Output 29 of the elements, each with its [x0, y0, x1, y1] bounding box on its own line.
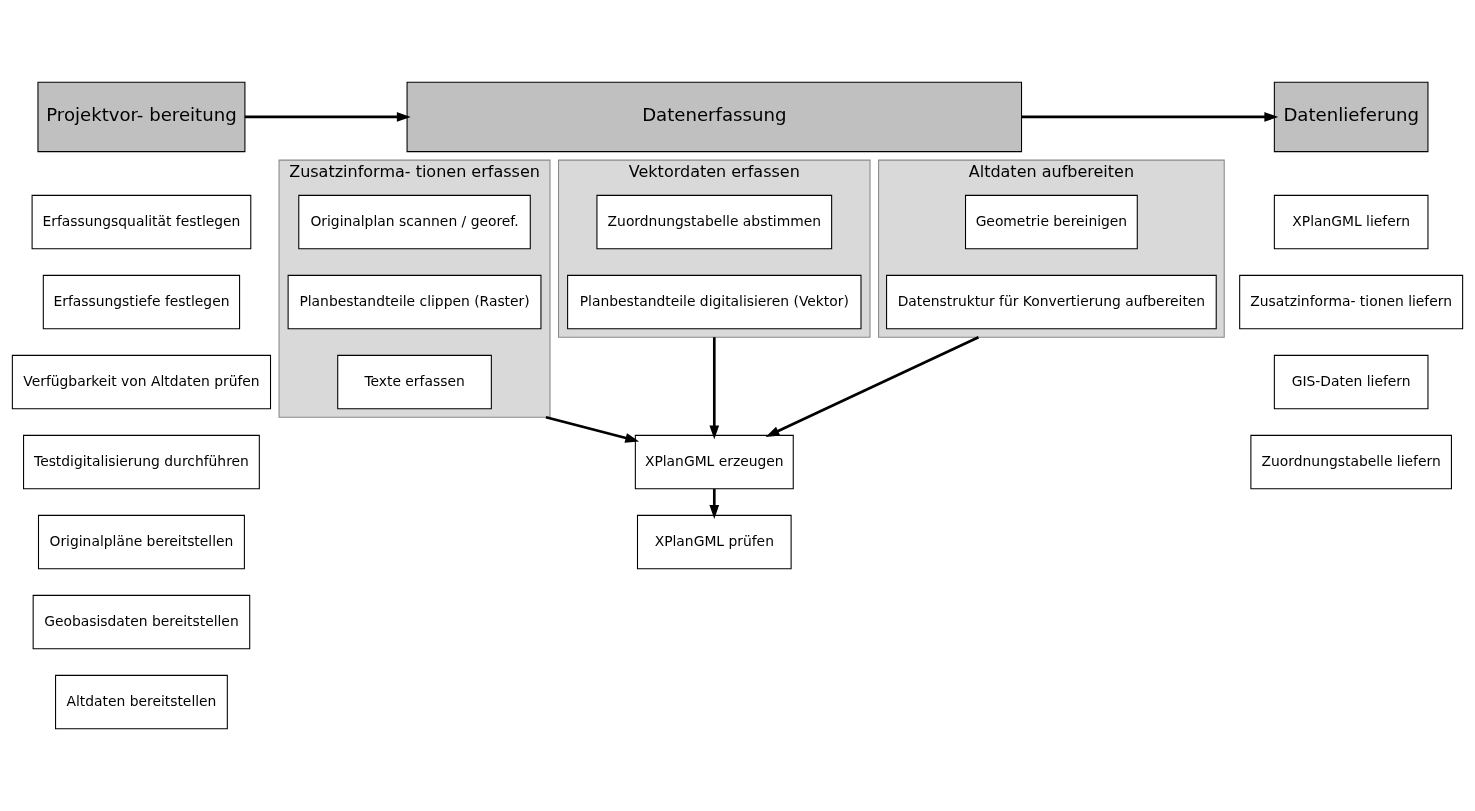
arrow — [1021, 112, 1279, 122]
node-box: Originalplan scannen / georef. — [298, 194, 531, 250]
node-box: Testdigitalisierung durchführen — [23, 434, 260, 490]
node-box: Erfassungstiefe festlegen — [42, 274, 241, 330]
node-box: Zuordnungstabelle liefern — [1250, 434, 1452, 490]
arrow — [709, 337, 720, 440]
node-box: Verfügbarkeit von Altdaten prüfen — [11, 354, 272, 410]
node-box: Originalpläne bereitstellen — [37, 514, 245, 570]
node-box: Erfassungsqualität festlegen — [31, 194, 252, 250]
arrow — [244, 112, 411, 122]
node-box: XPlanGML liefern — [1273, 194, 1429, 250]
node-box: Texte erfassen — [337, 354, 492, 410]
node-box: GIS-Daten liefern — [1273, 354, 1429, 410]
node-box: Projektvor- bereitung — [37, 81, 246, 153]
node-box: Datenerfassung — [406, 81, 1023, 153]
node-box: Planbestandteile clippen (Raster) — [287, 274, 542, 330]
node-box: Zusatzinforma- tionen liefern — [1239, 274, 1464, 330]
arrow — [765, 336, 980, 437]
node-box: XPlanGML erzeugen — [634, 434, 794, 490]
arrow — [545, 415, 640, 443]
node-box: Zuordnungstabelle abstimmen — [596, 194, 833, 250]
node-box: XPlanGML prüfen — [636, 514, 792, 570]
node-box: Planbestandteile digitalisieren (Vektor) — [567, 274, 862, 330]
node-box: Geometrie bereinigen — [965, 194, 1138, 250]
node-box: Geobasisdaten bereitstellen — [32, 594, 251, 650]
arrow — [709, 489, 720, 519]
node-box: Altdaten bereitstellen — [55, 674, 228, 730]
node-box: Datenlieferung — [1273, 81, 1429, 153]
node-box: Datenstruktur für Konvertierung aufbereiten — [886, 274, 1217, 330]
